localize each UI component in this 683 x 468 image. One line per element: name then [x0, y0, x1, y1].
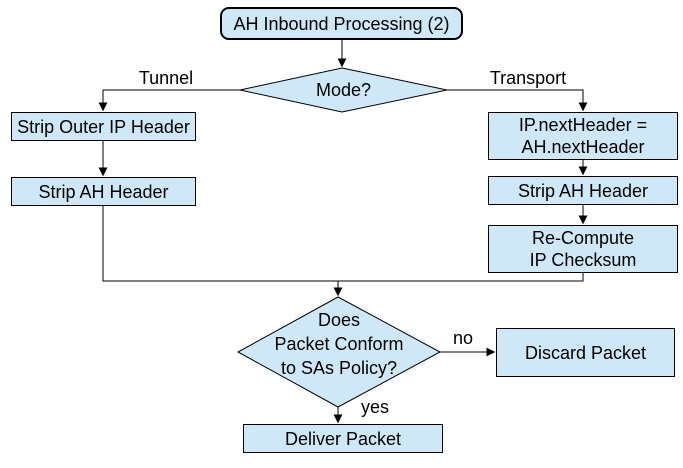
- node-ip-nextheader: IP.nextHeader = AH.nextHeader: [488, 112, 678, 160]
- policy-diamond-shape: [236, 296, 442, 408]
- node-strip-ah-header-tunnel: Strip AH Header: [11, 177, 196, 206]
- edge-tunnel-merge: [102, 206, 338, 282]
- mode-diamond-shape: [239, 67, 448, 113]
- edge-label-no: no: [452, 328, 474, 348]
- node-discard-packet: Discard Packet: [496, 328, 675, 377]
- node-start: AH Inbound Processing (2): [220, 7, 463, 40]
- edge-mode-to-ip-next: [447, 89, 588, 112]
- node-strip-outer-ip-header: Strip Outer IP Header: [11, 112, 196, 141]
- node-recompute-ip-checksum: Re-Compute IP Checksum: [488, 225, 678, 273]
- edge-transport-merge: [338, 273, 584, 282]
- edge-label-transport: Transport: [489, 68, 567, 88]
- edge-label-tunnel: Tunnel: [138, 68, 194, 88]
- node-strip-ah-header-transport: Strip AH Header: [488, 176, 678, 205]
- edge-label-yes: yes: [360, 397, 389, 417]
- edge-mode-to-strip-outer: [98, 89, 240, 112]
- node-deliver-packet: Deliver Packet: [243, 424, 443, 453]
